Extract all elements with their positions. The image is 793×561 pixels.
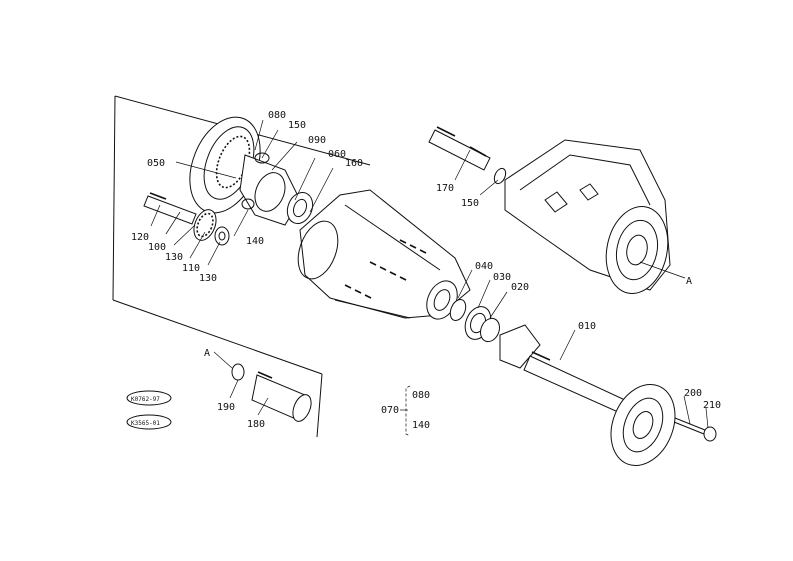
label-060: 060 — [328, 149, 346, 160]
label-090: 090 — [308, 135, 326, 146]
label-190: 190 — [217, 402, 235, 413]
transmission-case — [504, 139, 671, 294]
label-180: 180 — [247, 419, 265, 430]
leader-lines — [150, 119, 709, 429]
label-120: 120 — [131, 232, 149, 243]
serial-badge-1 — [126, 390, 172, 406]
label-030: 030 — [493, 272, 511, 283]
label-210: 210 — [703, 400, 721, 411]
label-150: 150 — [288, 120, 306, 131]
serial-1: K0762-97 — [131, 396, 160, 403]
group-070: 070 080 140 — [381, 385, 430, 437]
differential-case — [239, 152, 301, 226]
axle-housing — [297, 189, 471, 320]
snap-ring-190 — [231, 363, 245, 381]
nut-210 — [703, 426, 717, 442]
collar-020 — [480, 317, 500, 343]
seal-040 — [449, 298, 467, 322]
label-080: 080 — [268, 110, 286, 121]
label-160: 160 — [345, 158, 363, 169]
input-shaft — [428, 126, 507, 185]
group-070-item-080: 080 — [412, 390, 430, 401]
label-150-b: 150 — [461, 198, 479, 209]
label-050: 050 — [147, 158, 165, 169]
group-070-item-140: 140 — [412, 420, 430, 431]
label-170: 170 — [436, 183, 454, 194]
part-labels: 080 150 090 060 160 050 140 120 100 130 … — [131, 110, 721, 430]
label-130-b: 130 — [199, 273, 217, 284]
shaft-180 — [251, 371, 312, 422]
label-100: 100 — [148, 242, 166, 253]
bearing-060 — [286, 191, 314, 225]
label-010: 010 — [578, 321, 596, 332]
label-110: 110 — [182, 263, 200, 274]
axle-shaft — [499, 324, 676, 467]
ref-a-left: A — [204, 348, 210, 359]
ref-a-right: A — [686, 276, 692, 287]
label-040: 040 — [475, 261, 493, 272]
pinion-shaft — [143, 192, 230, 246]
serial-2: K3565-01 — [131, 420, 160, 427]
group-070-label: 070 — [381, 405, 399, 416]
serial-badges: K0762-97 K3565-01 — [126, 390, 172, 430]
label-020: 020 — [511, 282, 529, 293]
label-200: 200 — [684, 388, 702, 399]
label-140: 140 — [246, 236, 264, 247]
label-130: 130 — [165, 252, 183, 263]
serial-badge-2 — [126, 414, 172, 430]
